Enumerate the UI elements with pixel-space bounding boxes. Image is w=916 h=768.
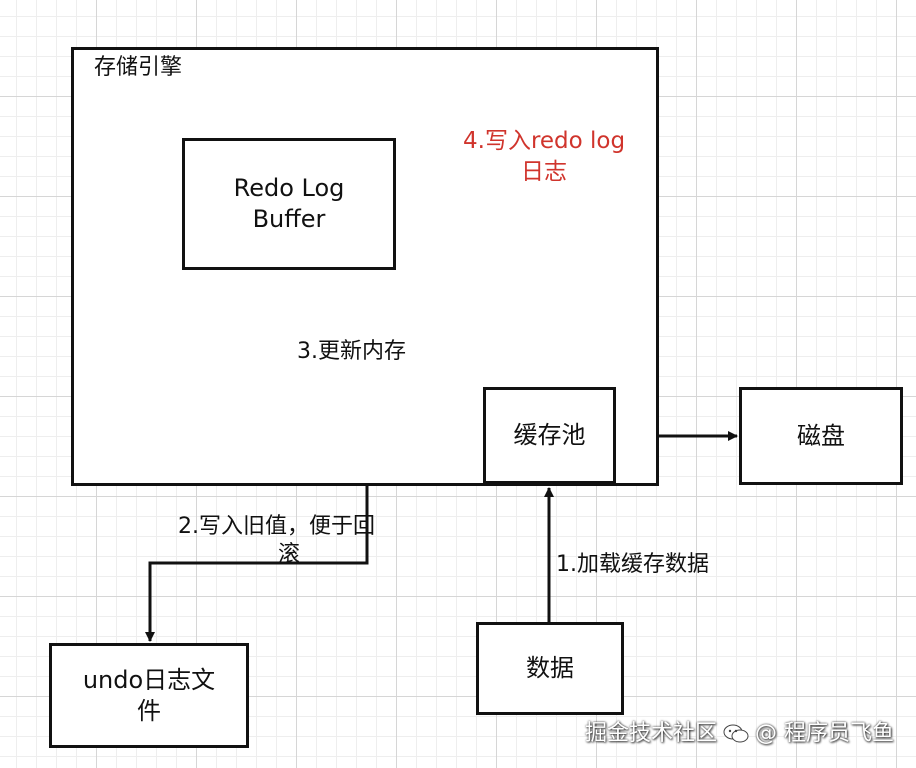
undo-log-file-line-2: 件: [137, 696, 161, 725]
data-box: 数据: [476, 622, 624, 715]
engine-to-undo-arrow: [145, 486, 369, 642]
data-label: 数据: [526, 654, 574, 682]
step2-line-1: 2.写入旧值，便于回: [178, 514, 375, 539]
redo-log-buffer-box: Redo Log Buffer: [182, 138, 396, 270]
step4-label: 4.写入redo log 日志: [463, 126, 625, 188]
step2-label: 2.写入旧值，便于回 滚: [178, 513, 375, 569]
step2-line-2: 滚: [278, 542, 301, 567]
watermark-site: 掘金技术社区: [584, 721, 717, 746]
redo-log-buffer-line-1: Redo Log: [233, 174, 345, 202]
step4-line-1: 4.写入redo log: [463, 128, 626, 154]
storage-engine-label: 存储引擎: [94, 55, 183, 80]
watermark: 掘金技术社区 @ 程序员飞鱼: [585, 720, 894, 748]
buffer-pool-label: 缓存池: [513, 421, 586, 449]
undo-log-file-box: undo日志文 件: [49, 643, 249, 748]
wechat-bubble-icon: [723, 724, 749, 743]
redo-log-buffer-line-2: Buffer: [252, 205, 326, 233]
undo-log-file-line-1: undo日志文: [82, 665, 216, 694]
disk-label: 磁盘: [797, 421, 845, 450]
watermark-author: @ 程序员飞鱼: [755, 721, 894, 746]
step4-line-2: 日志: [521, 159, 568, 185]
step1-label: 1.加载缓存数据: [556, 552, 709, 577]
step3-label: 3.更新内存: [297, 339, 406, 364]
disk-box: 磁盘: [739, 387, 903, 485]
buffer-pool-box: 缓存池: [483, 387, 616, 484]
